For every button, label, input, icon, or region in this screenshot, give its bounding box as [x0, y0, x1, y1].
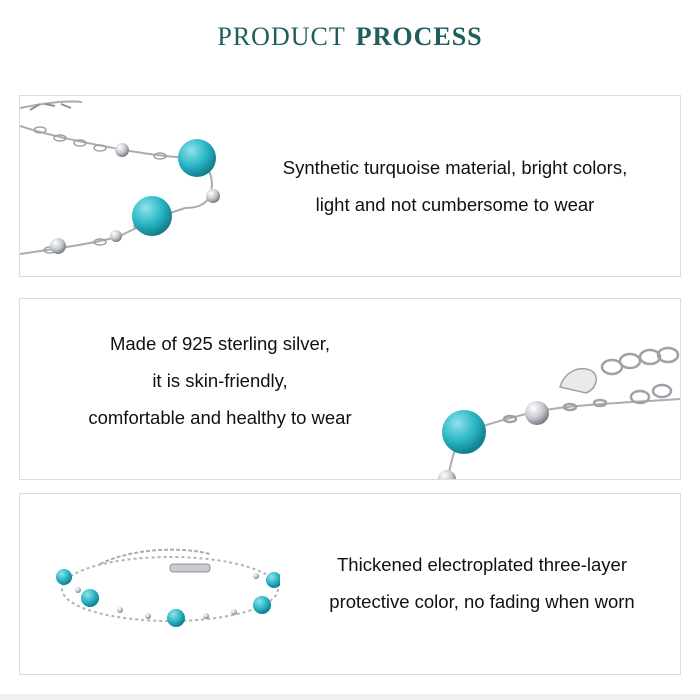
page-title: PRODUCT PROCESS	[0, 22, 700, 52]
bracelet-closeup-image	[20, 100, 220, 255]
bracelet-clasp-image	[438, 346, 680, 479]
caption-line: light and not cumbersome to wear	[315, 194, 595, 215]
feature-panel-material: Synthetic turquoise material, bright col…	[19, 95, 681, 277]
feature-caption-material: Synthetic turquoise material, bright col…	[230, 149, 680, 223]
feature-panel-plating: Thickened electroplated three-layer prot…	[19, 493, 681, 675]
page-title-light: PRODUCT	[217, 22, 346, 51]
caption-line: Made of 925 sterling silver,	[109, 333, 331, 354]
footer-divider	[0, 694, 700, 700]
feature-caption-silver: Made of 925 sterling silver, it is skin-…	[20, 325, 420, 436]
caption-line: protective color, no fading when worn	[329, 591, 635, 612]
feature-caption-plating: Thickened electroplated three-layer prot…	[282, 546, 680, 620]
caption-line: Synthetic turquoise material, bright col…	[282, 157, 628, 178]
page-title-bold: PROCESS	[355, 22, 483, 51]
bracelet-full-image	[56, 548, 280, 627]
feature-panel-silver: Made of 925 sterling silver, it is skin-…	[19, 298, 681, 480]
caption-line: Thickened electroplated three-layer	[337, 554, 627, 575]
caption-line: comfortable and healthy to wear	[88, 407, 352, 428]
caption-line: it is skin-friendly,	[152, 370, 288, 391]
